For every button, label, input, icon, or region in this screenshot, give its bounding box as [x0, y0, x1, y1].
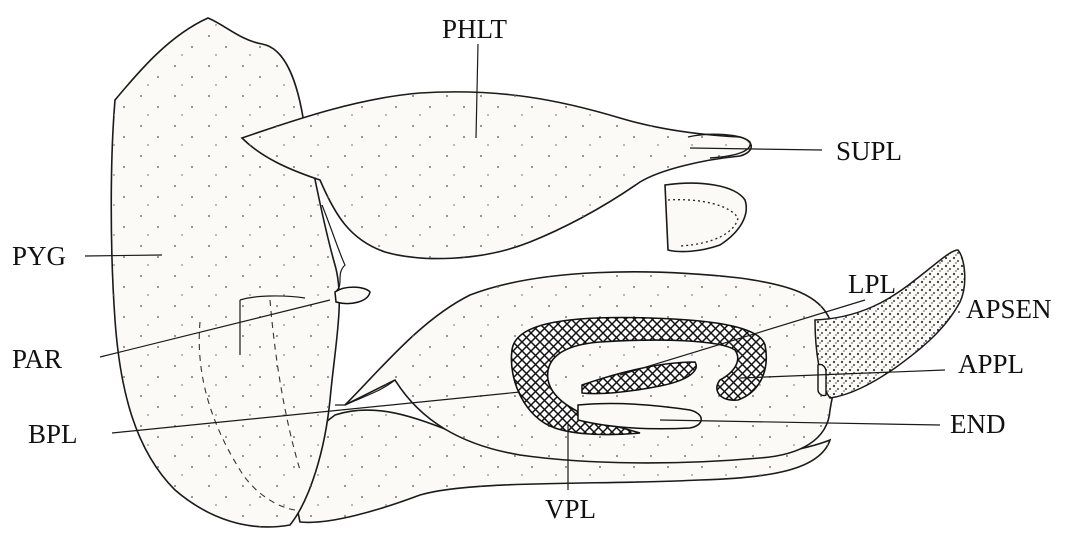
label-par: PAR — [12, 344, 62, 374]
label-apsen: APSEN — [966, 294, 1052, 324]
label-phlt: PHLT — [442, 14, 508, 44]
label-lpl: LPL — [848, 269, 896, 299]
label-supl: SUPL — [836, 136, 902, 166]
label-end: END — [950, 409, 1006, 439]
paramere — [335, 287, 370, 303]
label-appl: APPL — [958, 349, 1024, 379]
label-pyg: PYG — [12, 241, 66, 271]
label-vpl: VPL — [545, 494, 596, 524]
apical-plate-hook — [818, 364, 826, 395]
label-bpl: BPL — [28, 419, 78, 449]
phallotheca-cap — [665, 183, 746, 251]
